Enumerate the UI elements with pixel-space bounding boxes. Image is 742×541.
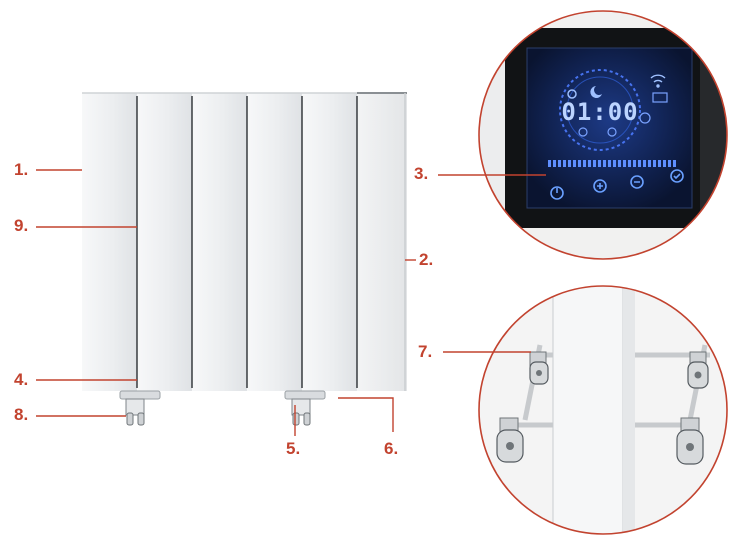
display-time: 01:00 [561,98,638,126]
zoom-display: 01:00 [478,10,728,260]
power-icon[interactable] [550,186,564,200]
display-screen [526,47,693,209]
moon-icon [590,86,602,98]
heater-fin-4 [247,93,302,391]
sun-icon [567,89,577,99]
heater-fin-2 [137,93,192,391]
heater-side-panel [357,93,407,391]
minus-icon[interactable] [630,175,644,189]
schedule-bar [548,160,676,167]
callout-3: 3. [414,164,429,183]
plus-icon[interactable] [593,179,607,193]
caster-wheel [496,417,524,463]
wifi-icon [650,74,666,88]
heater-foot-left [119,390,161,426]
heater-fin-1 [82,93,137,391]
caster-wheel [687,351,709,389]
callout-9: 9. [14,216,29,235]
check-icon[interactable] [670,169,684,183]
callout-7: 7. [418,342,433,361]
zoom-wheels [478,285,728,535]
leader-6 [338,397,394,432]
heater-body [82,92,407,391]
heater-leg [552,286,624,534]
heater-foot-right [284,390,326,426]
callout-2: 2. [419,250,434,269]
heater-fin-5 [302,93,357,391]
caster-wheel [529,351,549,385]
heater-fin-3 [192,93,247,391]
callout-1: 1. [14,160,29,179]
callout-5: 5. [286,439,301,458]
caster-wheel [676,417,704,465]
leader-lines [36,169,546,436]
callout-8: 8. [14,405,29,424]
callout-6: 6. [384,439,399,458]
callout-4: 4. [14,370,29,389]
